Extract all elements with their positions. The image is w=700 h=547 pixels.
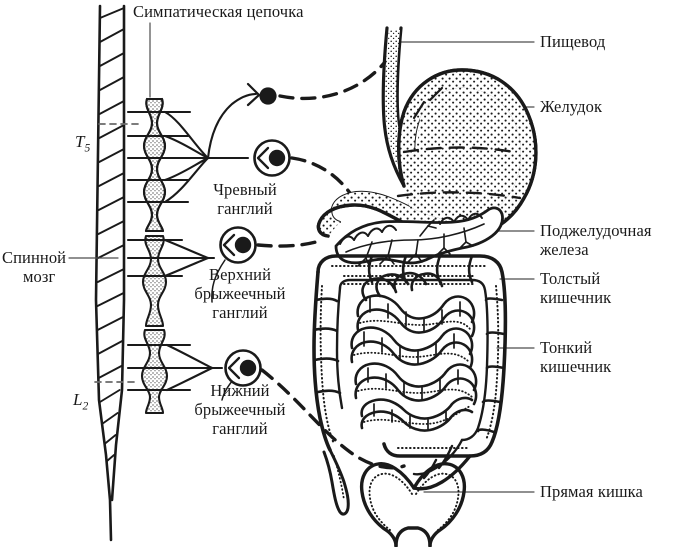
sympathetic-chain-label: Симпатическая цепочка bbox=[133, 2, 304, 21]
superior-mesenteric-ganglion-label-line3: ганглий bbox=[212, 303, 268, 322]
pancreas bbox=[334, 206, 504, 269]
level-subscript: 2 bbox=[82, 400, 89, 413]
level-marker-l2-label: L2 bbox=[56, 370, 88, 432]
inferior-mesenteric-ganglion-label-line1: Нижний bbox=[210, 381, 270, 400]
large-intestine-label-line2: кишечник bbox=[540, 288, 612, 307]
small-intestine bbox=[350, 271, 478, 432]
sympathetic-chain-lower bbox=[141, 234, 168, 328]
small-intestine-label-line2: кишечник bbox=[540, 357, 612, 376]
spinal-cord-label-line2: мозг bbox=[23, 267, 56, 286]
splanchnic-synapse-node bbox=[246, 82, 277, 107]
level-subscript: 5 bbox=[84, 142, 91, 155]
rectum-label-line1: Прямая кишка bbox=[540, 482, 643, 501]
inferior-mesenteric-ganglion-symbol bbox=[224, 349, 262, 387]
sympathetic-chain-lumbar bbox=[140, 328, 169, 415]
stomach bbox=[316, 68, 538, 239]
stomach-label-line1: Желудок bbox=[540, 97, 603, 116]
rectum bbox=[359, 462, 467, 547]
pancreas-label-line1: Поджелудочная bbox=[540, 221, 652, 240]
superior-mesenteric-ganglion-label-line1: Верхний bbox=[208, 265, 272, 284]
large-intestine-label-line1: Толстый bbox=[540, 269, 601, 288]
spinal-cord-label-line1: Спинной bbox=[2, 248, 67, 267]
inferior-mesenteric-ganglion-label-line2: брыжеечный bbox=[194, 400, 286, 419]
celiac-ganglion-label-line2: ганглий bbox=[217, 199, 273, 218]
spinal-cord bbox=[94, 4, 126, 542]
preganglionic-fibers bbox=[126, 92, 258, 392]
superior-mesenteric-ganglion-label-line2: брыжеечный bbox=[194, 284, 286, 303]
small-intestine-label-line1: Тонкий bbox=[540, 338, 593, 357]
pancreas-label-line2: железа bbox=[540, 240, 589, 259]
level-marker-t5-label: T5 bbox=[58, 112, 90, 174]
postganglionic-fibers bbox=[256, 60, 406, 470]
level-letter: L bbox=[73, 390, 83, 409]
sympathetic-chain-upper bbox=[142, 97, 167, 233]
inferior-mesenteric-ganglion-label-line3: ганглий bbox=[212, 419, 268, 438]
superior-mesenteric-ganglion-symbol bbox=[219, 226, 257, 264]
large-intestine bbox=[312, 254, 508, 516]
level-letter: T bbox=[75, 132, 85, 151]
esophagus-label-line1: Пищевод bbox=[540, 32, 606, 51]
celiac-ganglion-label-line1: Чревный bbox=[213, 180, 277, 199]
celiac-ganglion-symbol bbox=[253, 139, 291, 177]
